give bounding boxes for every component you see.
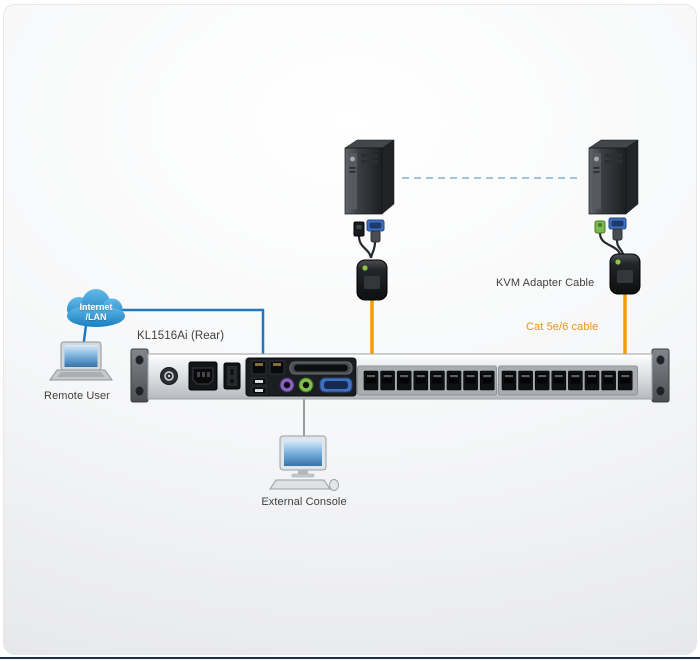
serial-port-icon bbox=[289, 361, 353, 375]
rj45-port-icon bbox=[501, 370, 517, 391]
computer-tower-right-icon bbox=[588, 139, 639, 215]
rj45-port-icon bbox=[584, 370, 600, 391]
external-console-icon bbox=[269, 435, 339, 491]
usb-ports-icon bbox=[251, 377, 267, 395]
rj45-port-icon bbox=[380, 370, 396, 391]
power-switch-icon bbox=[223, 362, 241, 390]
lan-port-icon bbox=[251, 360, 267, 375]
cloud-label-line1: Internet bbox=[79, 302, 113, 312]
rj45-port-icon bbox=[446, 370, 462, 391]
rj45-port-icon bbox=[534, 370, 550, 391]
usb-connector-icon bbox=[353, 221, 373, 259]
modem-port-icon bbox=[269, 360, 285, 375]
console-panel bbox=[245, 357, 357, 397]
kvm-adapter-cable-label: KVM Adapter Cable bbox=[496, 277, 595, 289]
cloud-label-line2: /LAN bbox=[85, 312, 107, 322]
laptop-icon bbox=[49, 341, 113, 381]
rj45-port-icon bbox=[518, 370, 534, 391]
remote-user-label: Remote User bbox=[44, 390, 110, 402]
kvm-adapter-icon bbox=[609, 253, 641, 295]
ps2-connector-icon bbox=[594, 220, 622, 255]
rj45-port-icon bbox=[567, 370, 583, 391]
brand-logo-icon bbox=[160, 367, 178, 385]
rj45-port-icon bbox=[463, 370, 479, 391]
rj45-port-icon bbox=[601, 370, 617, 391]
external-console-label: External Console bbox=[261, 496, 347, 508]
kvm-adapter-icon bbox=[356, 259, 388, 301]
power-inlet-icon bbox=[188, 361, 218, 391]
vga-connector-icon bbox=[366, 219, 385, 259]
background-panel bbox=[3, 4, 697, 655]
rj45-port-icon bbox=[396, 370, 412, 391]
cat-cable-label: Cat 5e/6 cable bbox=[526, 321, 599, 333]
computer-tower-left-icon bbox=[344, 139, 395, 215]
ps2-mouse-port-icon bbox=[298, 377, 314, 393]
rj45-port-icon bbox=[617, 370, 633, 391]
rj45-port-icon bbox=[413, 370, 429, 391]
device-name-label: KL1516Ai (Rear) bbox=[137, 330, 225, 342]
rj45-port-icon bbox=[551, 370, 567, 391]
rj45-port-icon bbox=[479, 370, 495, 391]
rj45-port-icon bbox=[429, 370, 445, 391]
lan-cable-line bbox=[115, 308, 265, 360]
rack-ear-right-icon bbox=[651, 348, 670, 403]
kvm-switch-icon bbox=[130, 348, 670, 403]
cloud-label: Internet /LAN bbox=[64, 302, 128, 322]
ps2-keyboard-port-icon bbox=[279, 377, 295, 393]
bottom-border-rule bbox=[0, 657, 700, 659]
vga-port-icon bbox=[319, 377, 353, 393]
vga-connector-icon bbox=[608, 217, 627, 255]
rj45-port-icon bbox=[363, 370, 379, 391]
rack-ear-left-icon bbox=[130, 348, 149, 403]
internet-cloud-icon bbox=[67, 289, 125, 327]
